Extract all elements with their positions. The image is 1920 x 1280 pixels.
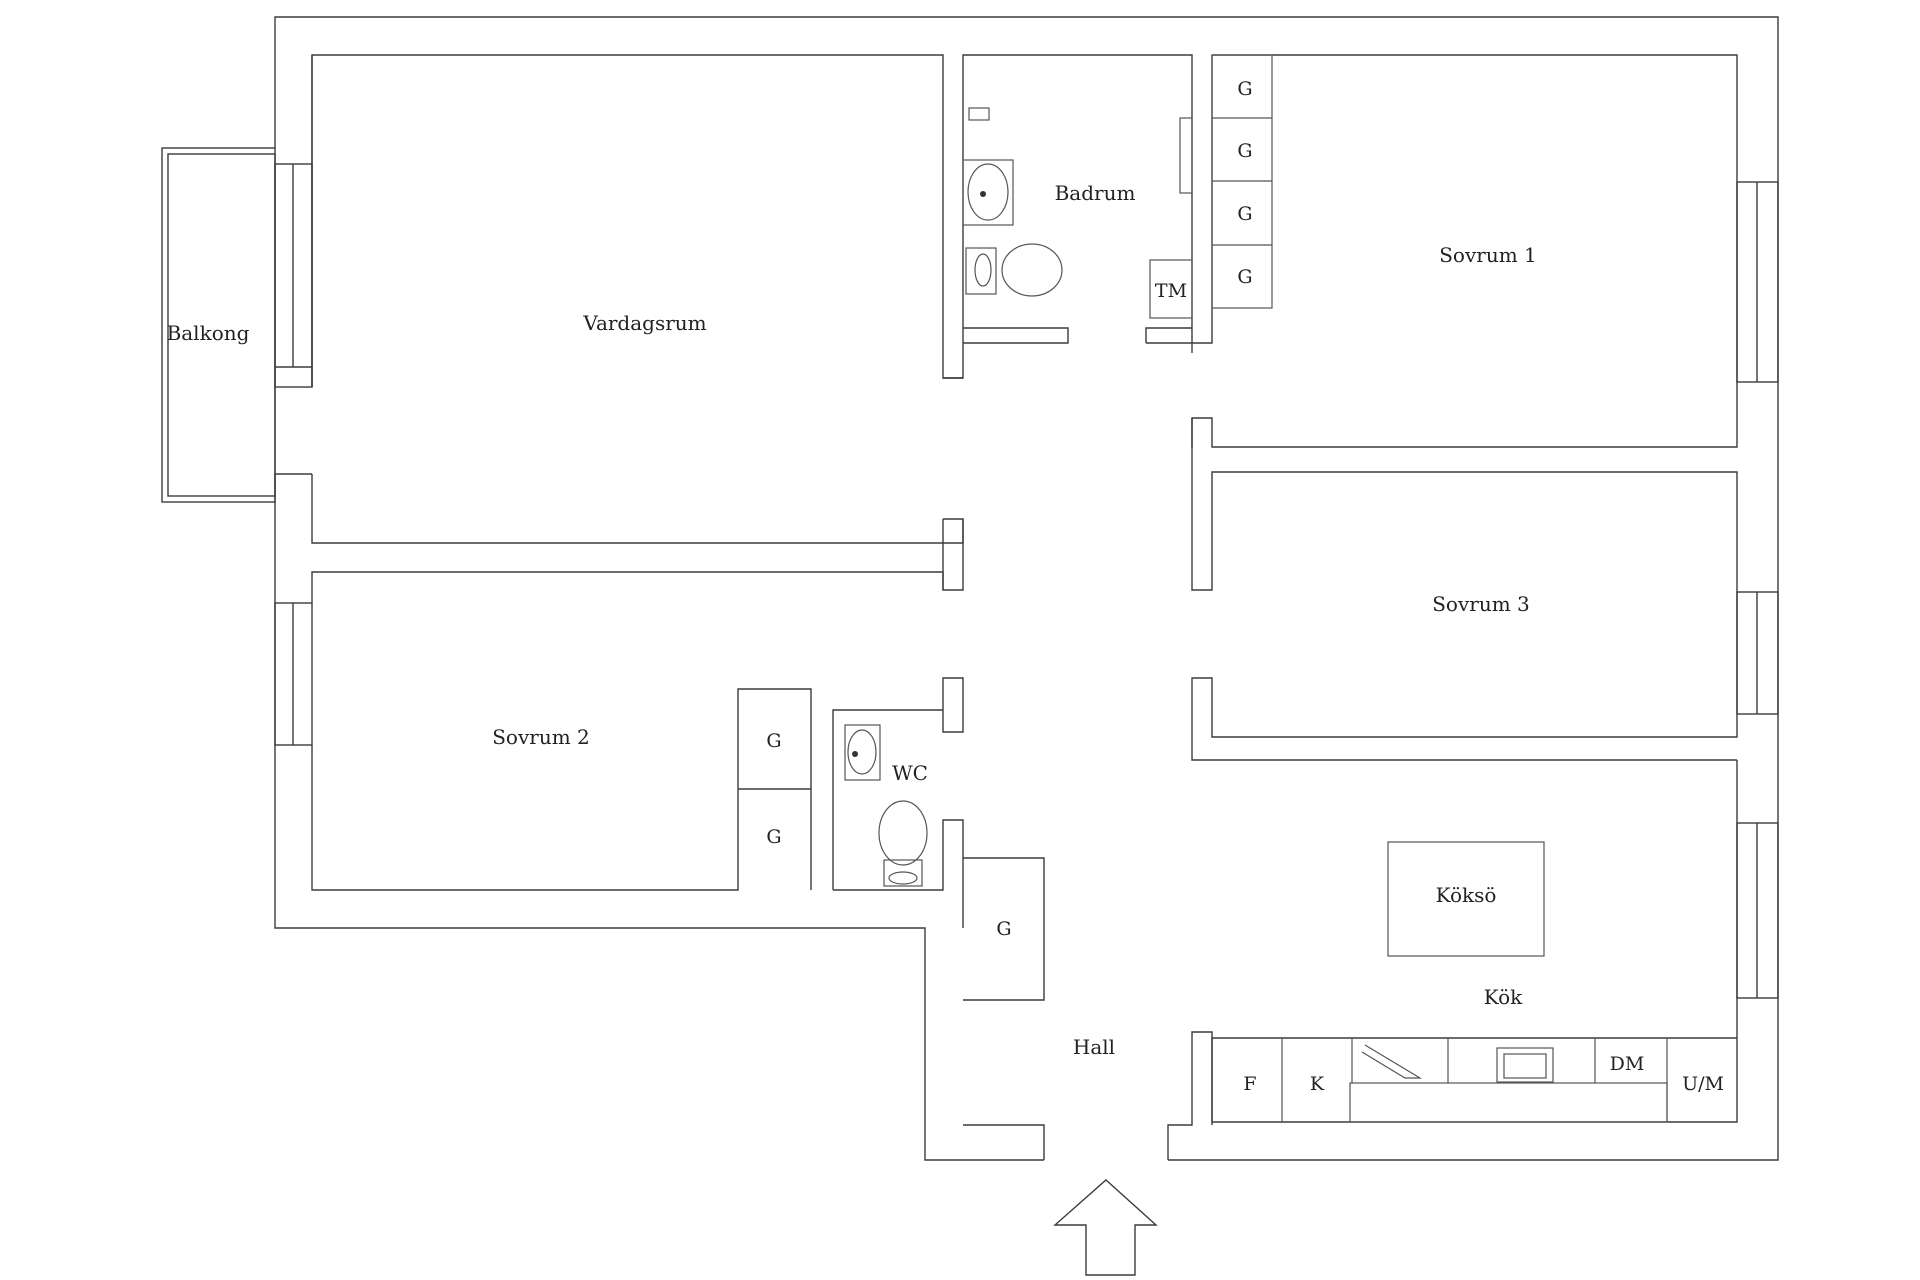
kitchen-island (1387, 841, 1545, 957)
stove-icon (1361, 1044, 1423, 1079)
bedroom-1-label: Sovrum 1 (1439, 243, 1537, 267)
shower-icon (968, 107, 990, 121)
wc: WC (832, 677, 964, 928)
dishwasher-label: DM (1610, 1053, 1645, 1075)
wardrobe-label: G (1237, 78, 1252, 100)
balcony-label: Balkong (167, 321, 250, 345)
bedroom-3-label: Sovrum 3 (1432, 592, 1530, 616)
hall-label: Hall (1073, 1035, 1115, 1059)
bedroom-2: Sovrum 2 G G (311, 571, 944, 891)
living-room-label: Vardagsrum (582, 311, 706, 335)
living-room: Vardagsrum (275, 55, 964, 591)
bathroom: Badrum TM (962, 55, 1213, 344)
entrance-arrow-icon (1053, 1179, 1158, 1276)
bedroom-1: G G G G Sovrum 1 (1191, 54, 1779, 448)
sink-icon (962, 159, 1014, 226)
freezer-label: K (1310, 1073, 1325, 1095)
wardrobe-label: G (996, 918, 1011, 940)
bedroom-2-label: Sovrum 2 (492, 725, 590, 749)
sink-icon (844, 724, 881, 781)
kitchen-sink-icon (1496, 1047, 1554, 1083)
countertop (1349, 1082, 1668, 1123)
balcony: Balkong (161, 147, 276, 503)
wardrobe-label: G (766, 826, 781, 848)
wardrobe-label: G (1237, 140, 1252, 162)
hall: G Hall (963, 857, 1213, 1160)
toilet-icon (878, 800, 928, 866)
bedroom-3: Sovrum 3 (1191, 418, 1779, 761)
toilet-icon (1001, 243, 1063, 297)
fridge-label: F (1243, 1073, 1256, 1095)
wardrobe-label: G (1237, 203, 1252, 225)
oven-micro-label: U/M (1682, 1073, 1724, 1095)
left-windows (274, 163, 313, 746)
dryer-label: TM (1155, 280, 1187, 302)
kitchen-label: Kök (1484, 985, 1523, 1009)
bathroom-label: Badrum (1055, 181, 1136, 205)
wc-label: WC (892, 761, 928, 785)
dryer-cabinet (1149, 259, 1193, 319)
wardrobe-label: G (1237, 266, 1252, 288)
outer-walls (274, 16, 1779, 1161)
kitchen: Köksö Kök F K DM U/M (1211, 760, 1779, 1123)
kitchen-island-label: Köksö (1436, 883, 1497, 907)
wardrobe-label: G (766, 730, 781, 752)
